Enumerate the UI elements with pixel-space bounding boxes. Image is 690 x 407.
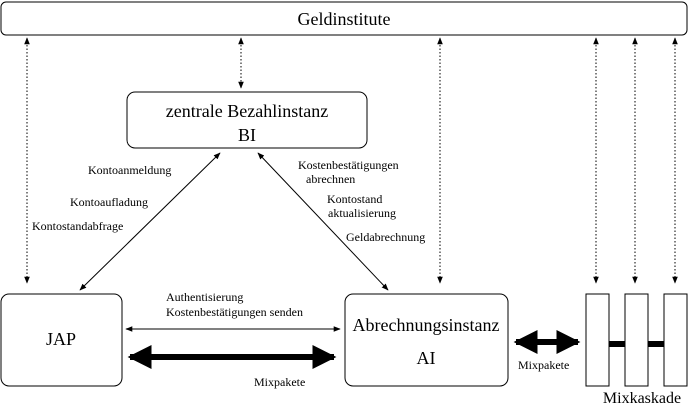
edge-label-kontostand: Kontostand [327,192,382,206]
jap-box [0,293,123,387]
link-jap-bi [79,152,221,291]
link-bi-ai [257,152,389,291]
edge-label-kostenbestaetigungen-senden: Kostenbestätigungen senden [166,305,303,319]
bi-title: zentrale Bezahlinstanz [166,101,328,121]
edge-label-kontostandabfrage: Kontostandabfrage [32,219,123,233]
edge-label-kontoanmeldung: Kontoanmeldung [88,163,171,177]
mix-node-1 [585,293,610,387]
mix-node-3 [663,293,688,387]
ai-abbrev: AI [417,348,436,368]
edge-label-mixpakete-jap-ai: Mixpakete [254,375,305,389]
jap-label: JAP [46,329,76,349]
mixkaskade-label: Mixkaskade [603,390,681,407]
edge-label-abrechnen: abrechnen [306,172,355,186]
edge-label-kontoaufladung: Kontoaufladung [70,195,148,209]
bi-box [126,91,368,149]
ai-title: Abrechnungsinstanz [353,315,500,335]
edge-label-aktualisierung: aktualisierung [328,206,396,220]
edge-label-geldabrechnung: Geldabrechnung [346,230,425,244]
bi-abbrev: BI [238,125,256,145]
geldinstitute-label: Geldinstitute [298,9,391,29]
ai-box [344,293,509,387]
edge-label-kostenbestaetigungen: Kostenbestätigungen [298,158,399,172]
geldinstitute-box [0,1,688,36]
edge-label-mixpakete-ai-mix: Mixpakete [518,358,569,372]
mix-node-2 [624,293,649,387]
edge-label-authentisierung: Authentisierung [166,290,243,304]
